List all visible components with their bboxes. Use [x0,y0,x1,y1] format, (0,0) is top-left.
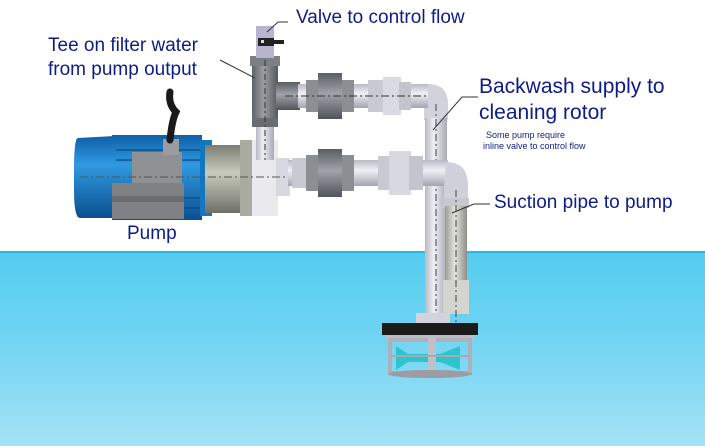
suction-elbow [444,162,468,200]
flow-valve [256,26,284,58]
backwash-label-line1: Backwash supply to [479,75,665,98]
pump-label: Pump [127,223,177,244]
backwash-elbow [424,84,448,120]
pump-motor [74,88,212,220]
tee-label-line2: from pump output [48,59,197,80]
cleaning-rotor [382,313,478,378]
tee-fitting [250,56,300,160]
note-line2: inline valve to control flow [483,141,586,151]
water-surface [0,251,705,446]
suction-horizontal-pipe [288,149,448,197]
note-line1: Some pump require [486,130,566,140]
waterline [0,251,705,253]
backwash-horizontal-pipe [285,73,430,119]
backwash-label-line2: cleaning rotor [479,101,607,124]
suction-label: Suction pipe to pump [494,192,673,213]
tee-label-line1: Tee on filter water [48,35,198,56]
valve-label: Valve to control flow [296,7,465,28]
leader-lines [219,21,490,214]
